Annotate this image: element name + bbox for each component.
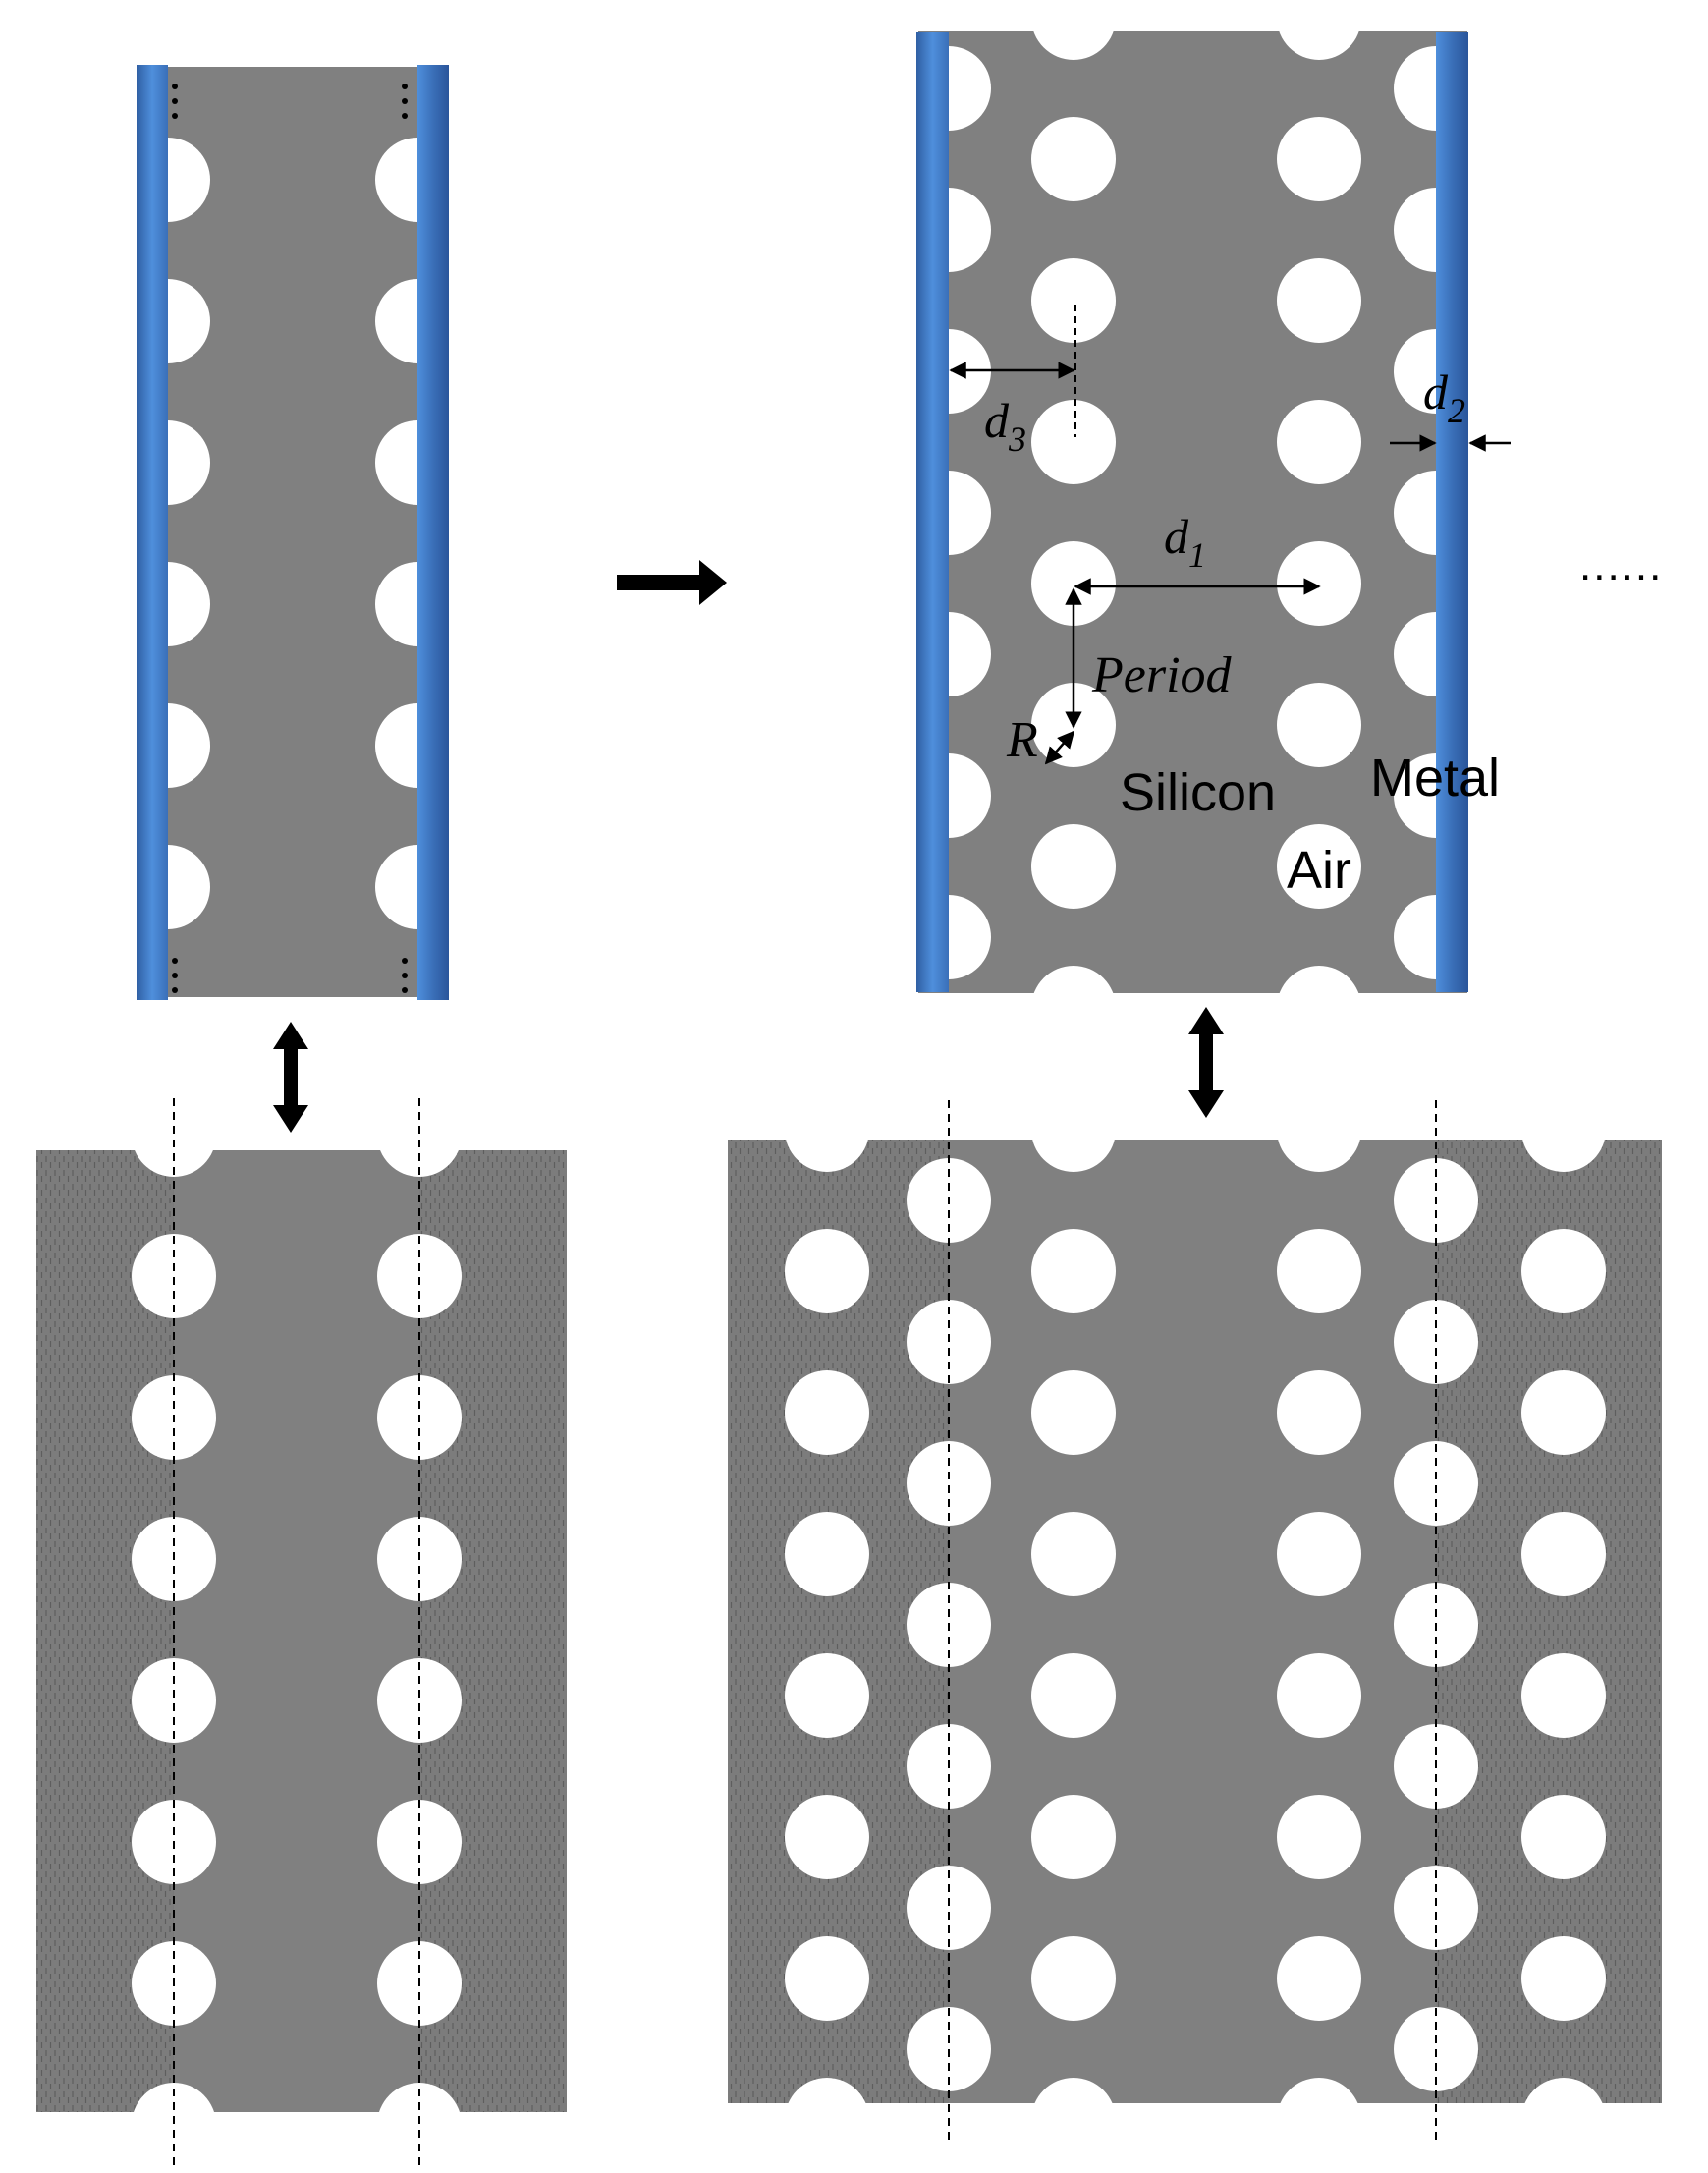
air-hole [1277, 1512, 1361, 1596]
air-hole [1277, 258, 1361, 343]
air-hole [1034, 2078, 1113, 2103]
continuation-dots [172, 84, 408, 993]
panel-bottom-right [728, 1100, 1662, 2142]
d3-label: d [984, 393, 1010, 448]
silicon-slab [138, 67, 447, 997]
equivalence-arrow-left [273, 1022, 308, 1133]
air-hole [377, 1658, 462, 1743]
air-hole [1521, 1795, 1606, 1879]
panel-top-right: d3 d2 d1 Period R Silicon Metal Air [916, 31, 1511, 993]
air-hole [377, 1234, 462, 1318]
air-hole [1277, 1936, 1361, 2021]
air-hole [1521, 1370, 1606, 1455]
radius-label: R [1006, 712, 1038, 768]
air-hole [1279, 966, 1359, 993]
equivalence-arrow-right [1188, 1007, 1224, 1118]
air-hole [785, 1653, 869, 1738]
air-hole [1033, 966, 1114, 993]
air-hole [1278, 1140, 1360, 1172]
air-hole [1031, 117, 1116, 201]
air-hole [1277, 683, 1361, 767]
air-hole [134, 2083, 214, 2112]
air-hole [1277, 824, 1361, 909]
air-hole [1394, 1441, 1478, 1526]
air-hole [785, 1229, 869, 1313]
air-hole [907, 1866, 991, 1950]
air-label: Air [1287, 841, 1351, 900]
air-hole [1277, 541, 1361, 626]
metal-wall-right [1436, 32, 1468, 992]
air-hole [1277, 1653, 1361, 1738]
air-hole [132, 1234, 216, 1318]
air-hole [785, 1795, 869, 1879]
air-hole [1277, 1795, 1361, 1879]
air-hole [788, 2078, 866, 2103]
radius-arrow [1044, 730, 1075, 765]
air-hole [1394, 1866, 1478, 1950]
period-label: Period [1091, 647, 1233, 703]
air-hole [1031, 400, 1116, 484]
d2-subscript: 2 [1448, 391, 1465, 430]
air-hole [1280, 2078, 1358, 2103]
air-hole [1031, 1370, 1116, 1455]
air-hole [1522, 1140, 1605, 1172]
svg-text:d3: d3 [984, 393, 1026, 459]
metal-wall-right [417, 65, 449, 1000]
right-arrow [617, 560, 727, 605]
metal-label: Metal [1370, 749, 1500, 808]
air-hole [1521, 1653, 1606, 1738]
panel-top-left [137, 65, 449, 1000]
silicon-slab [174, 1150, 419, 2112]
air-hole [1031, 541, 1116, 626]
air-hole [786, 1140, 868, 1172]
air-hole [1031, 824, 1116, 909]
continuation-ellipsis: ...... [1579, 541, 1663, 589]
air-hole [1031, 1795, 1116, 1879]
air-hole [785, 1370, 869, 1455]
air-hole [1031, 1653, 1116, 1738]
air-hole [380, 1150, 459, 1177]
d1-subscript: 1 [1188, 535, 1206, 575]
air-holes [785, 1140, 1606, 2103]
d3-subscript: 3 [1008, 419, 1026, 459]
air-hole [1277, 117, 1361, 201]
air-hole [1031, 1936, 1116, 2021]
silicon-slab [949, 1140, 1436, 2103]
svg-text:d1: d1 [1164, 509, 1206, 575]
metal-wall-left [916, 32, 949, 992]
air-hole [1031, 1512, 1116, 1596]
air-hole [1521, 1229, 1606, 1313]
svg-text:d2: d2 [1423, 364, 1465, 430]
air-hole [785, 1936, 869, 2021]
air-hole [1031, 258, 1116, 343]
air-hole [1031, 1229, 1116, 1313]
air-hole [1032, 1140, 1115, 1172]
air-hole [1524, 2078, 1603, 2103]
d1-label: d [1164, 509, 1189, 564]
air-hole [1277, 400, 1361, 484]
air-hole [1033, 31, 1114, 60]
air-hole [1279, 31, 1359, 60]
metal-wall-left [137, 65, 168, 1000]
air-hole [132, 1658, 216, 1743]
d2-label: d [1423, 364, 1449, 419]
silicon-slab [918, 31, 1467, 993]
air-hole [785, 1512, 869, 1596]
air-hole [379, 2083, 460, 2112]
air-hole [1277, 1370, 1361, 1455]
air-hole [907, 1441, 991, 1526]
air-hole [1277, 1229, 1361, 1313]
panel-bottom-left [36, 1098, 567, 2166]
air-hole [135, 1150, 213, 1177]
air-hole [1521, 1512, 1606, 1596]
air-hole [1521, 1936, 1606, 2021]
silicon-label: Silicon [1120, 763, 1276, 822]
